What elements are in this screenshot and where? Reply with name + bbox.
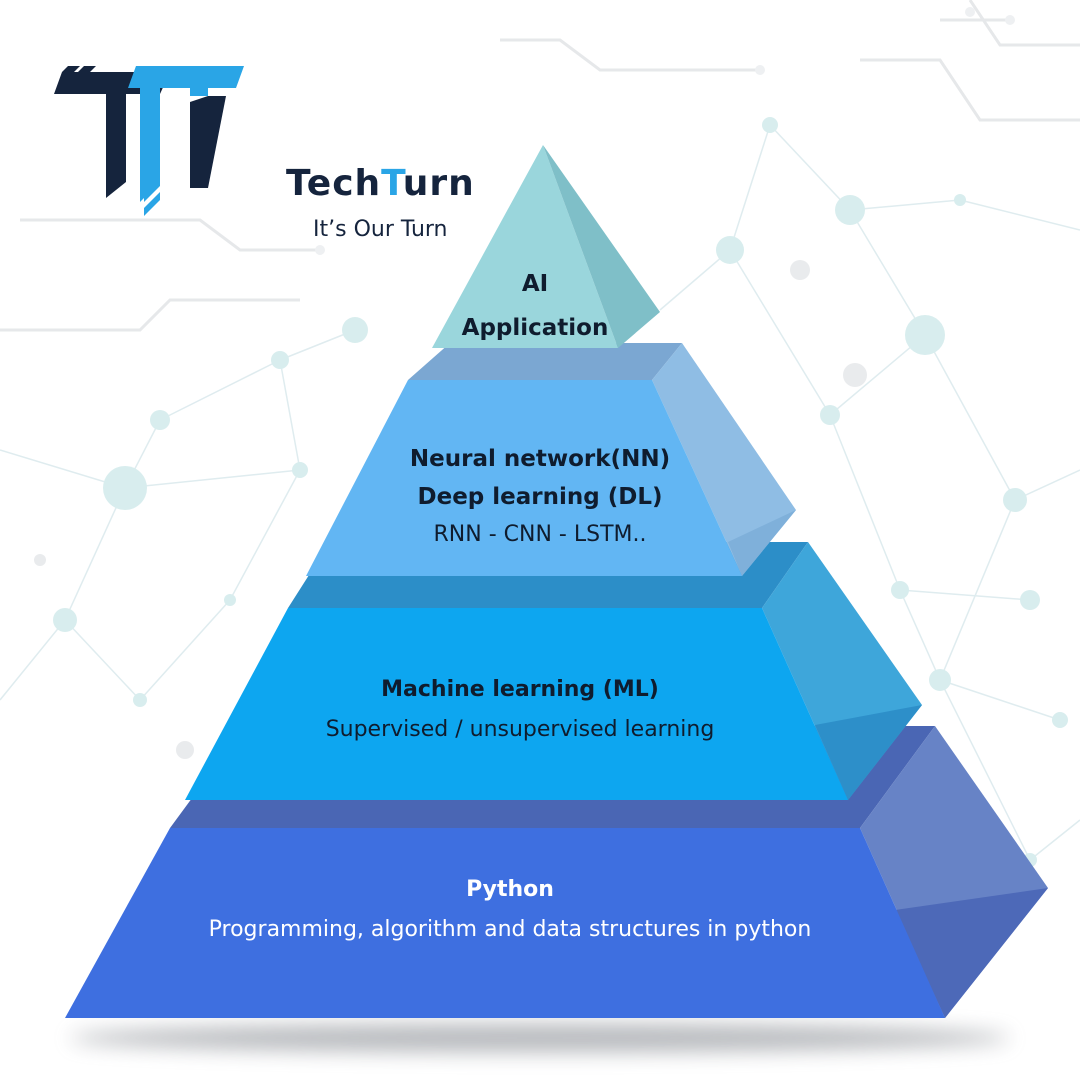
- tier-ai-front: [432, 145, 618, 348]
- tier-nn-front: [306, 380, 742, 576]
- tt-monogram-icon: [54, 66, 244, 216]
- tier-ai-block: [432, 145, 660, 348]
- tier-nn-side-lower: [728, 510, 796, 576]
- tier-python-side-lower: [895, 888, 1048, 1018]
- tier-nn-top: [408, 343, 682, 380]
- brand-name-part2: urn: [402, 163, 475, 204]
- tier-ai-side: [543, 145, 660, 348]
- tier-ml-line-2: Supervised / unsupervised learning: [325, 717, 715, 742]
- tier-python-line-1: Python: [466, 877, 554, 902]
- tier-ml-side-lower: [815, 705, 922, 800]
- brand-tagline: It’s Our Turn: [313, 217, 448, 242]
- tier-nn-side: [652, 343, 796, 576]
- tier-nn-line-1: Neural network(NN): [409, 446, 671, 472]
- tier-ai-line-2: Application: [461, 315, 609, 341]
- tier-python-line-2: Programming, algorithm and data structur…: [208, 917, 812, 942]
- brand-logo: TechTurn It’s Our Turn: [40, 62, 480, 242]
- tier-ml-front: [185, 608, 848, 800]
- tier-python-label: Python Programming, algorithm and data s…: [110, 870, 910, 950]
- pyramid-shadow: [70, 1024, 1010, 1052]
- tier-ml-line-1: Machine learning (ML): [381, 677, 659, 702]
- brand-name-letter: T: [381, 163, 403, 204]
- tier-python-front: [65, 828, 945, 1018]
- tier-nn-line-3: RNN - CNN - LSTM..: [433, 522, 647, 547]
- tier-nn-line-2: Deep learning (DL): [417, 484, 663, 510]
- tier-ai-label: AI Application: [400, 262, 670, 350]
- tier-ai-line-1: AI: [521, 271, 549, 297]
- brand-name-part1: Tech: [286, 163, 382, 204]
- tier-nn-label: Neural network(NN) Deep learning (DL) RN…: [330, 440, 750, 554]
- brand-name: TechTurn: [286, 166, 475, 202]
- tier-ml-label: Machine learning (ML) Supervised / unsup…: [220, 670, 820, 750]
- tier-nn-block: [306, 343, 796, 576]
